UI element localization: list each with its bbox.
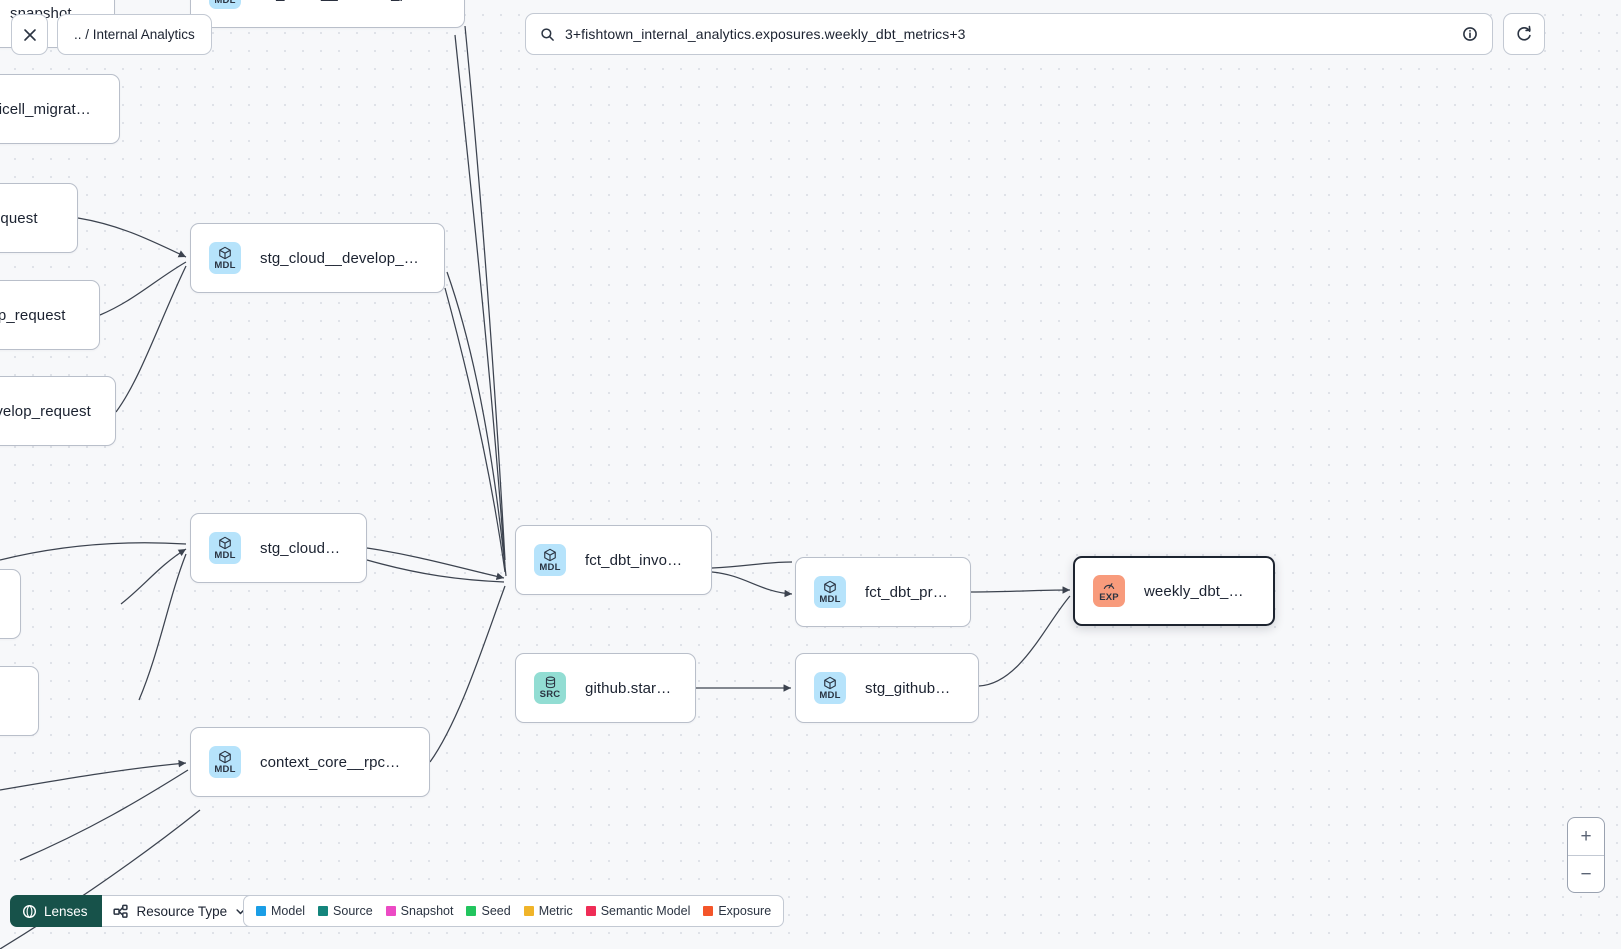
graph-node-context_core__rpc_request[interactable]: MDL context_core__rpc_request (190, 727, 430, 797)
legend-label: Seed (481, 904, 511, 918)
legend-item[interactable]: Seed (466, 904, 511, 918)
resource-type-dropdown[interactable]: Resource Type (101, 895, 259, 927)
node-label: stg_github__stars (865, 679, 956, 697)
graph-node-github.stargazers[interactable]: SRC github.stargazers (515, 653, 696, 723)
node-label: stg_cloud__develop_requests (260, 249, 422, 267)
graph-node-partial_n[interactable]: MDLn (0, 569, 21, 639)
legend-label: Source (333, 904, 373, 918)
node-label: _develop_request (0, 402, 91, 420)
node-label: context_core__rpc_request (260, 753, 407, 771)
lens-icon (22, 904, 37, 918)
node-type-badge-exp: EXP (1093, 575, 1125, 607)
node-label: weekly_dbt_metrics (1144, 582, 1251, 600)
legend-item[interactable]: Source (318, 904, 373, 918)
graph-node-multicell_migration[interactable]: MDLmulticell_migrat… (0, 74, 120, 144)
lenses-label: Lenses (44, 903, 88, 919)
legend-label: Model (271, 904, 306, 918)
graph-node-weekly_dbt_metrics[interactable]: EXP weekly_dbt_metrics (1073, 556, 1275, 626)
legend-swatch-icon (318, 906, 329, 916)
resource-type-legend: Model Source Snapshot Seed Metric Semantic Mo… (243, 895, 785, 927)
resource-type-label: Resource Type (136, 903, 228, 919)
graph-node-stg_github__stars[interactable]: MDL stg_github__stars (795, 653, 979, 723)
node-label: multicell_migrat… (0, 100, 91, 118)
graph-node-develop_request_b[interactable]: MDLvelop_request (0, 280, 100, 350)
node-label: fct_dbt_invocations (585, 551, 689, 569)
node-label: velop_request (0, 306, 66, 324)
node-type-abbr: MDL (214, 763, 236, 775)
cube-icon (824, 676, 836, 690)
cube-icon (219, 750, 231, 764)
graph-node-fct_dbt_projects[interactable]: MDL fct_dbt_projects (795, 557, 971, 627)
info-icon[interactable] (1462, 26, 1478, 42)
chevron-down-icon (236, 908, 245, 914)
breadcrumb-label: .. / Internal Analytics (74, 27, 195, 42)
cube-icon (544, 548, 556, 562)
close-panel-button[interactable] (11, 14, 48, 55)
refresh-button[interactable] (1503, 13, 1545, 55)
graph-node-stg_cloud__develop_requests[interactable]: MDL stg_cloud__develop_requests (190, 223, 445, 293)
close-icon (23, 28, 36, 41)
zoom-in-button[interactable]: + (1580, 826, 1592, 847)
node-type-abbr: MDL (819, 593, 841, 605)
lineage-search-bar[interactable]: 3+fishtown_internal_analytics.exposures.… (525, 13, 1493, 55)
graph-node-develop_request_a[interactable]: MDLp_request (0, 183, 78, 253)
legend-item[interactable]: Model (256, 904, 305, 918)
search-input[interactable]: 3+fishtown_internal_analytics.exposures.… (565, 26, 966, 42)
graph-node-develop_request_c[interactable]: MDL_develop_request (0, 376, 116, 446)
legend-label: Semantic Model (600, 904, 691, 918)
cube-icon (219, 246, 231, 260)
node-type-badge-mdl: MDL (814, 576, 846, 608)
graph-node-stg_cloud__runs[interactable]: MDL stg_cloud__runs (190, 513, 367, 583)
node-type-badge-mdl: MDL (534, 544, 566, 576)
gauge-icon (1103, 583, 1115, 590)
node-label: fct_dbt_projects (865, 583, 948, 601)
zoom-controls: + − (1567, 817, 1605, 893)
legend-swatch-icon (466, 906, 477, 916)
lenses-button[interactable]: Lenses (10, 895, 102, 927)
legend-item[interactable]: Exposure (703, 904, 771, 918)
node-type-badge-mdl: MDL (209, 242, 241, 274)
node-type-abbr: MDL (214, 259, 236, 271)
database-icon (545, 676, 555, 689)
legend-item[interactable]: Semantic Model (585, 904, 691, 918)
legend-swatch-icon (703, 906, 714, 916)
breadcrumb[interactable]: .. / Internal Analytics (57, 14, 212, 55)
legend-label: Metric (538, 904, 573, 918)
resource-type-icon (112, 904, 128, 918)
search-icon (541, 27, 554, 41)
node-type-abbr: EXP (1099, 592, 1119, 604)
node-type-abbr: MDL (214, 549, 236, 561)
legend-label: Exposure (718, 904, 772, 918)
node-type-abbr: MDL (539, 561, 561, 573)
refresh-icon (1517, 25, 1531, 41)
graph-node-int_cloud__account_plan_history[interactable]: MDL int_cloud__account_plan_history (190, 0, 465, 28)
graph-node-partial_run[interactable]: MDL_run (0, 666, 39, 736)
node-type-abbr: MDL (214, 0, 236, 6)
zoom-out-button[interactable]: − (1568, 855, 1604, 892)
lens-control-group: Lenses Resource Type (10, 895, 259, 927)
node-type-badge-mdl: MDL (209, 0, 241, 9)
legend-label: Snapshot (400, 904, 454, 918)
legend-swatch-icon (523, 906, 534, 916)
graph-node-fct_dbt_invocations[interactable]: MDL fct_dbt_invocations (515, 525, 712, 595)
node-label: int_cloud__account_plan_history (260, 0, 442, 2)
node-label: p_request (0, 209, 38, 227)
legend-swatch-icon (256, 906, 266, 916)
legend-item[interactable]: Metric (523, 904, 573, 918)
legend-swatch-icon (585, 906, 596, 916)
node-type-badge-mdl: MDL (209, 532, 241, 564)
node-type-badge-mdl: MDL (814, 672, 846, 704)
node-type-badge-src: SRC (534, 672, 566, 704)
cube-icon (824, 580, 836, 594)
cube-icon (219, 536, 231, 550)
node-type-abbr: SRC (539, 689, 561, 701)
node-type-abbr: MDL (819, 689, 841, 701)
node-label: stg_cloud__runs (260, 539, 344, 557)
legend-item[interactable]: Snapshot (385, 904, 454, 918)
node-label: github.stargazers (585, 679, 673, 697)
node-type-badge-mdl: MDL (209, 746, 241, 778)
legend-swatch-icon (385, 906, 396, 916)
